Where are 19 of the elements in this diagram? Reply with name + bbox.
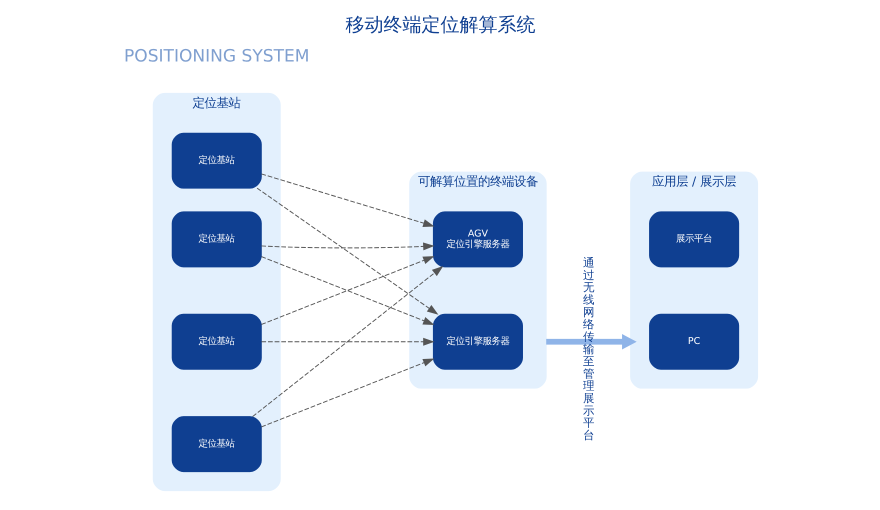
arrow — [252, 266, 443, 417]
node-box: 定位基站 — [171, 416, 262, 472]
node-box: 展示平台 — [648, 211, 739, 268]
edge-label: 通过无线网络传输至管理展示平台 — [582, 255, 594, 442]
node-box: 定位引擎服务器 — [432, 314, 522, 370]
node-box: 定位基站 — [171, 132, 262, 189]
arrow — [260, 338, 434, 346]
arrow — [546, 334, 636, 350]
node-box: 定位基站 — [171, 314, 262, 370]
node-box: AGV 定位引擎服务器 — [432, 211, 522, 268]
diagram-title: 移动终端定位解算系统 — [345, 14, 535, 36]
arrow — [256, 188, 438, 315]
arrow — [260, 242, 434, 250]
arrow — [260, 256, 434, 325]
node-box: 定位基站 — [171, 211, 262, 268]
arrow — [260, 358, 434, 428]
node-box: PC — [648, 314, 739, 370]
label: POSITIONING SYSTEM — [124, 46, 310, 67]
arrow — [260, 173, 434, 227]
